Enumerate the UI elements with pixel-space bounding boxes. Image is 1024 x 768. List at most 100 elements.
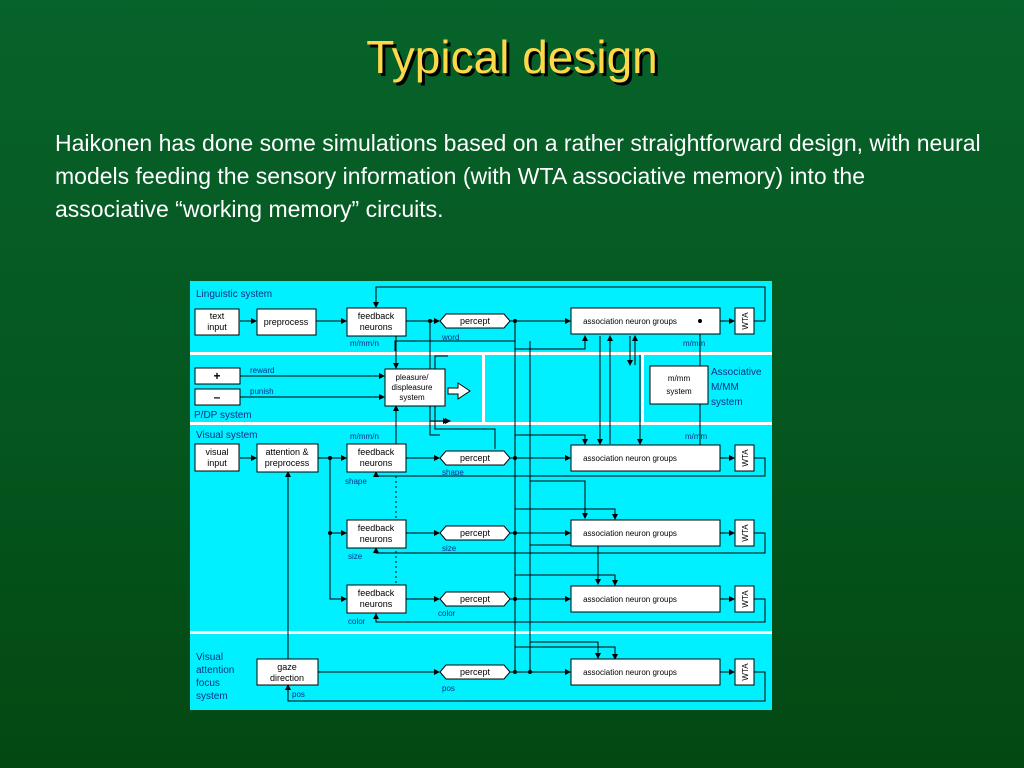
minus-button-box <box>194 388 241 406</box>
assoc-groups-label-pos: association neuron groups <box>583 668 677 677</box>
feedback-color-label-2: neurons <box>360 599 393 609</box>
mmm-system-label-2: system <box>666 387 692 396</box>
visual-input-box <box>194 443 240 472</box>
wta-box-shape <box>734 444 755 472</box>
feedback-label-1: feedback <box>358 311 395 321</box>
attention-preprocess-label-2: preprocess <box>265 458 310 468</box>
percept-label-color: percept <box>460 594 491 604</box>
pleasure-output-arrow <box>447 382 471 400</box>
feedback-size-label-1: feedback <box>358 523 395 533</box>
feedback-neurons-box-shape <box>346 443 407 473</box>
assoc-groups-box-shape <box>570 444 721 472</box>
wta-label-color: WTA <box>741 590 750 608</box>
wta-label-shape: WTA <box>741 449 750 467</box>
percept-box-pos <box>439 664 511 680</box>
feedback-color-label-1: feedback <box>358 588 395 598</box>
attention-system-label-3: focus <box>196 678 220 689</box>
linguistic-system-label: Linguistic system <box>196 289 272 300</box>
divider-visual-top <box>190 422 772 425</box>
label-mmm-shape: m/mm <box>685 432 708 441</box>
assoc-system-label-3: system <box>711 397 743 408</box>
label-mmmn-top: m/mm/n <box>350 339 379 348</box>
divider-assoc-left <box>641 355 644 422</box>
junction-dots <box>328 319 702 674</box>
label-pos-left: pos <box>292 690 305 699</box>
percept-label-word: percept <box>460 316 491 326</box>
pleasure-label-3: system <box>399 393 425 402</box>
connection-lines <box>240 286 766 702</box>
attention-preprocess-label-1: attention & <box>265 447 308 457</box>
divider-linguistic-bottom <box>190 352 772 355</box>
visual-input-label-2: input <box>207 458 227 468</box>
plus-button-box <box>194 367 241 385</box>
feedback-shape-label-1: feedback <box>358 447 395 457</box>
label-pos-percept: pos <box>442 684 455 693</box>
visual-input-label-1: visual <box>205 447 228 457</box>
label-shape-percept: shape <box>442 468 464 477</box>
architecture-diagram: Linguistic system P/DP system Visual sys… <box>190 281 772 710</box>
preprocess-box <box>256 308 317 336</box>
attention-preprocess-box <box>256 443 319 473</box>
gaze-label-1: gaze <box>277 662 297 672</box>
wta-box-size <box>734 519 755 547</box>
percept-label-pos: percept <box>460 667 491 677</box>
label-size-left: size <box>348 552 363 561</box>
label-reward: reward <box>250 366 274 375</box>
pleasure-label-1: pleasure/ <box>396 373 430 382</box>
visual-system-label: Visual system <box>196 430 258 441</box>
percept-box-size <box>439 525 511 541</box>
assoc-system-label-2: M/MM <box>711 382 739 393</box>
attention-system-label-4: system <box>196 691 228 702</box>
percept-box-shape <box>439 450 511 466</box>
wta-box-color <box>734 585 755 613</box>
percept-label-shape: percept <box>460 453 491 463</box>
percept-label-size: percept <box>460 528 491 538</box>
percept-box-word <box>439 313 511 329</box>
feedback-size-label-2: neurons <box>360 534 393 544</box>
label-color-percept: color <box>438 609 456 618</box>
assoc-groups-box-size <box>570 519 721 547</box>
gaze-label-2: direction <box>270 673 304 683</box>
divider-attention-top <box>190 631 772 634</box>
assoc-groups-box-word <box>570 307 721 335</box>
label-word: word <box>441 333 459 342</box>
text-input-box <box>194 308 240 336</box>
plus-label: + <box>213 369 220 383</box>
percept-box-color <box>439 591 511 607</box>
feedback-neurons-box-word <box>346 307 407 337</box>
assoc-groups-label-color: association neuron groups <box>583 595 677 604</box>
pleasure-system-box <box>384 368 446 407</box>
assoc-system-label-1: Associative <box>711 367 762 378</box>
assoc-groups-box-pos <box>570 658 721 686</box>
wta-label-pos: WTA <box>741 663 750 681</box>
wta-label-size: WTA <box>741 524 750 542</box>
assoc-groups-label-shape: association neuron groups <box>583 454 677 463</box>
label-size-percept: size <box>442 544 457 553</box>
label-color-left: color <box>348 617 366 626</box>
assoc-groups-label-word: association neuron groups <box>583 317 677 326</box>
wta-box-pos <box>734 658 755 686</box>
label-shape-left: shape <box>345 477 367 486</box>
assoc-groups-box-color <box>570 585 721 613</box>
text-input-label-1: text <box>210 311 225 321</box>
feedback-neurons-box-size <box>346 519 407 549</box>
pleasure-label-2: displeasure <box>392 383 433 392</box>
pdp-system-label: P/DP system <box>194 410 252 421</box>
mmm-system-box <box>649 365 709 405</box>
wta-box-word <box>734 307 755 335</box>
feedback-neurons-box-color <box>346 584 407 614</box>
feedback-shape-label-2: neurons <box>360 458 393 468</box>
divider-pdp-right <box>482 355 485 422</box>
minus-label: – <box>214 390 221 404</box>
attention-system-label-2: attention <box>196 665 234 676</box>
feedback-label-2: neurons <box>360 322 393 332</box>
label-punish: punish <box>250 387 274 396</box>
attention-system-label-1: Visual <box>196 652 223 663</box>
slide-body-text: Haikonen has done some simulations based… <box>55 130 981 222</box>
label-mmmn-shape: m/mm/n <box>350 432 379 441</box>
preprocess-label: preprocess <box>264 317 309 327</box>
label-mmm-top: m/mm <box>683 339 706 348</box>
text-input-label-2: input <box>207 322 227 332</box>
slide-title: Typical design <box>366 31 658 83</box>
assoc-groups-label-size: association neuron groups <box>583 529 677 538</box>
